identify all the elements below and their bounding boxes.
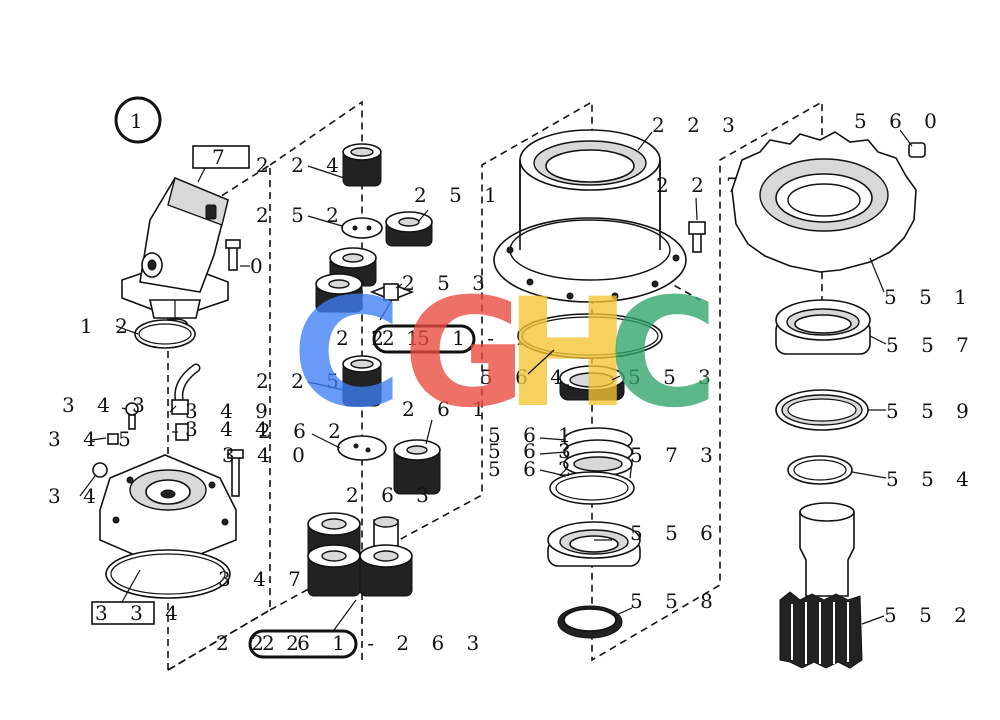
label-561: 5 6 1	[488, 423, 579, 447]
label-222: 2 2 2	[216, 631, 307, 655]
label-7: 7	[212, 145, 233, 169]
label-557: 5 5 7	[886, 333, 977, 357]
label-552: 5 5 2	[884, 603, 975, 627]
label-343: 3 4 3	[62, 393, 153, 417]
label-564: 5 6 4	[480, 365, 571, 389]
callout-number: 1	[130, 109, 143, 133]
watermark-letter-3: H	[505, 267, 631, 441]
watermark-letter-1: C	[292, 267, 402, 441]
label-225: 2 2 5	[256, 369, 347, 393]
watermark-letter-4: C	[608, 267, 718, 441]
label-10: 0	[250, 254, 271, 278]
housing-group: 3 4 9 3 4 4 3 4 3 3 4 5 3 4 8 3 4 0 3 4 …	[48, 363, 313, 625]
label-553: 5 5 3	[628, 365, 719, 389]
label-554: 5 5 4	[886, 467, 977, 491]
hydraulic-motor: 7 0 1 2	[80, 145, 271, 349]
label-562: 5 6 2	[488, 457, 579, 481]
label-12: 1 2	[80, 314, 136, 338]
label-560: 5 6 0	[854, 109, 945, 133]
callout-circle: 1	[114, 96, 162, 144]
label-box-334	[91, 601, 155, 625]
label-box-7	[192, 145, 250, 169]
label-252: 2 5 2	[256, 203, 347, 227]
label-344: 3 4 4	[185, 417, 276, 441]
label-224: 2 2 4	[256, 153, 347, 177]
label-556: 5 5 6	[630, 521, 721, 545]
label-345: 3 4 5	[48, 427, 139, 451]
label-563: 5 6 3	[488, 439, 579, 463]
label-347: 3 4 7	[218, 567, 309, 591]
label-253: 2 5 3	[402, 271, 493, 295]
watermark-logo: C G H C	[292, 267, 718, 441]
label-262: 2 6 2	[258, 419, 349, 443]
label-573: 5 7 3	[630, 443, 721, 467]
label-349: 3 4 9	[185, 399, 276, 423]
label-261-263: 2 6 1 - 2 6 3	[262, 631, 487, 655]
planetary-stage-1: 2 2 4 2 5 2 2 5 1 2 5 3 2 2 1 2 5 1 - 2 …	[256, 143, 599, 354]
label-261: 2 6 1	[402, 397, 493, 421]
label-340: 3 4 0	[222, 443, 313, 467]
output-pinion-group: 5 6 0 5 5 1 5 5 7 5 5 9 5 5 4 5 5 2	[731, 109, 977, 669]
label-334: 3 3 4	[95, 601, 186, 625]
label-559: 5 5 9	[886, 399, 977, 423]
ring-gear-housing: 2 2 3 2 2 7 5 6 4 5 5 3 5 6 1 5 6 3 5 6 …	[480, 113, 747, 639]
label-227: 2 2 7	[656, 173, 747, 197]
label-558: 5 5 8	[630, 589, 721, 613]
planetary-stage-2: 2 2 5 2 6 2 2 6 1 2 6 3 2 2 2 2 6 1 - 2 …	[216, 355, 493, 659]
label-263: 2 6 3	[346, 483, 437, 507]
label-223: 2 2 3	[652, 113, 743, 137]
misc-leaders	[91, 349, 621, 541]
watermark-letter-2: G	[403, 267, 526, 441]
label-251: 2 5 1	[414, 183, 505, 207]
label-551: 5 5 1	[884, 285, 975, 309]
